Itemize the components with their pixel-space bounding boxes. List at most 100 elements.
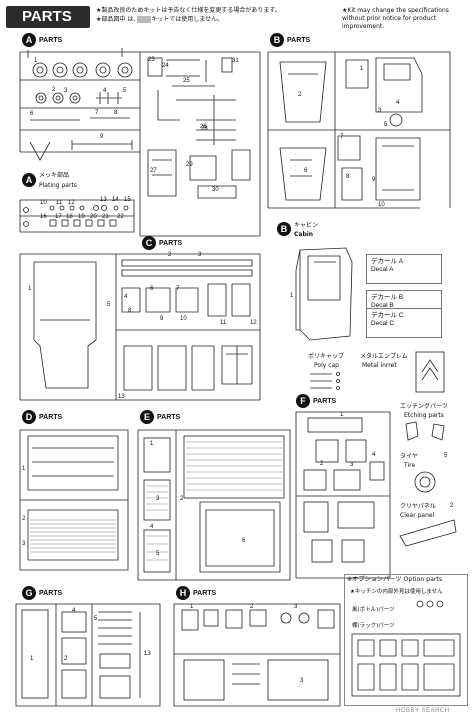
- section-b-label: PARTS: [287, 37, 311, 44]
- plating-label-jp: メッキ部品: [39, 172, 70, 179]
- svg-text:13: 13: [118, 394, 125, 400]
- svg-text:5: 5: [123, 88, 127, 94]
- svg-text:3: 3: [378, 108, 382, 114]
- decal-c-en: Decal C: [371, 320, 395, 327]
- section-f-label: PARTS: [313, 398, 337, 405]
- cabin-label-jp: キャビン: [294, 222, 319, 229]
- svg-text:22: 22: [117, 214, 124, 220]
- svg-text:11: 11: [220, 320, 227, 326]
- svg-text:5: 5: [94, 616, 98, 622]
- svg-text:8: 8: [114, 110, 118, 116]
- svg-text:12: 12: [68, 200, 75, 206]
- svg-text:6: 6: [150, 286, 154, 292]
- svg-text:10: 10: [40, 200, 47, 206]
- svg-text:2: 2: [320, 461, 324, 467]
- svg-text:2: 2: [64, 656, 68, 662]
- svg-text:31: 31: [232, 58, 239, 64]
- svg-text:4: 4: [150, 524, 154, 530]
- svg-text:16: 16: [40, 214, 47, 220]
- svg-text:5: 5: [384, 122, 388, 128]
- clear-number: 2: [450, 503, 454, 509]
- svg-text:2: 2: [168, 252, 172, 258]
- note-jp-1: ★製品改良のためキットは予告なく仕様を変更する場合があります。: [96, 7, 281, 14]
- svg-text:1: 1: [22, 466, 26, 472]
- svg-text:11: 11: [56, 200, 63, 206]
- section-e-label: PARTS: [157, 414, 181, 421]
- section-c-badge: C: [142, 236, 156, 250]
- svg-text:2: 2: [180, 496, 184, 502]
- svg-text:27: 27: [150, 168, 157, 174]
- svg-text:1: 1: [360, 66, 364, 72]
- polycap-en: Poly cap: [314, 362, 339, 369]
- svg-text:4: 4: [103, 88, 107, 94]
- section-h-label: PARTS: [193, 590, 217, 597]
- emblem-jp: メタルエンブレム: [360, 353, 408, 360]
- svg-text:24: 24: [162, 63, 169, 69]
- section-d-label: PARTS: [39, 414, 63, 421]
- svg-text:3: 3: [300, 678, 304, 684]
- svg-text:1: 1: [30, 656, 34, 662]
- svg-text:26: 26: [200, 124, 207, 130]
- emblem-en: Metal inrret: [362, 362, 397, 369]
- svg-text:2: 2: [52, 87, 56, 93]
- decal-a: デカール A Decal A: [366, 254, 442, 284]
- svg-text:7: 7: [340, 134, 344, 140]
- svg-text:1: 1: [34, 58, 38, 64]
- svg-text:3: 3: [294, 604, 298, 610]
- svg-text:4: 4: [372, 452, 376, 458]
- section-a-badge: A: [22, 33, 36, 47]
- svg-text:14: 14: [112, 197, 119, 203]
- svg-text:6: 6: [242, 538, 246, 544]
- svg-text:4: 4: [124, 294, 128, 300]
- svg-text:12: 12: [250, 320, 257, 326]
- option-title: ※オプションパーツ Option parts: [347, 576, 443, 583]
- svg-text:25: 25: [183, 78, 190, 84]
- note-jp-2: ★部品図中 は、このキットでは使用しません。: [96, 16, 224, 23]
- note-en-3: improvement.: [342, 23, 385, 30]
- svg-text:3: 3: [22, 541, 26, 547]
- svg-text:4: 4: [396, 100, 400, 106]
- decal-c-jp: デカール C: [371, 312, 404, 319]
- tire-number: 5: [444, 453, 448, 459]
- svg-text:6: 6: [304, 168, 308, 174]
- svg-text:21: 21: [102, 214, 109, 220]
- option-note: ★キッチンの内部外見は使用しません: [350, 589, 443, 595]
- section-e-badge: E: [140, 410, 154, 424]
- clear-en: Clear panel: [400, 512, 435, 519]
- etching-en: Etching parts: [404, 412, 444, 419]
- svg-text:18: 18: [66, 214, 73, 220]
- note-en-2: without prior notice for product: [342, 15, 437, 22]
- svg-text:17: 17: [55, 214, 62, 220]
- svg-text:9: 9: [100, 134, 104, 140]
- svg-text:9: 9: [372, 177, 376, 183]
- section-a-plating-badge: A: [22, 173, 36, 187]
- decal-a-en: Decal A: [371, 266, 394, 273]
- svg-text:1: 1: [28, 286, 32, 292]
- svg-text:8: 8: [128, 308, 132, 314]
- tire-en: Tire: [404, 462, 416, 469]
- note-en-1: ★Kit may change the specifications: [342, 7, 449, 14]
- svg-text:1: 1: [190, 604, 194, 610]
- svg-text:28: 28: [201, 126, 208, 132]
- section-h-badge: H: [176, 586, 190, 600]
- svg-text:7: 7: [176, 286, 180, 292]
- svg-text:2: 2: [250, 604, 254, 610]
- option-parts-box: [344, 574, 468, 706]
- section-b-badge: B: [270, 33, 284, 47]
- wheel-row: [32, 62, 133, 104]
- svg-text:10: 10: [180, 316, 187, 322]
- svg-text:13: 13: [100, 197, 107, 203]
- svg-text:15: 15: [124, 197, 131, 203]
- etching-jp: エッチングパーツ: [400, 403, 448, 410]
- svg-text:9: 9: [160, 316, 164, 322]
- section-g-label: PARTS: [39, 590, 63, 597]
